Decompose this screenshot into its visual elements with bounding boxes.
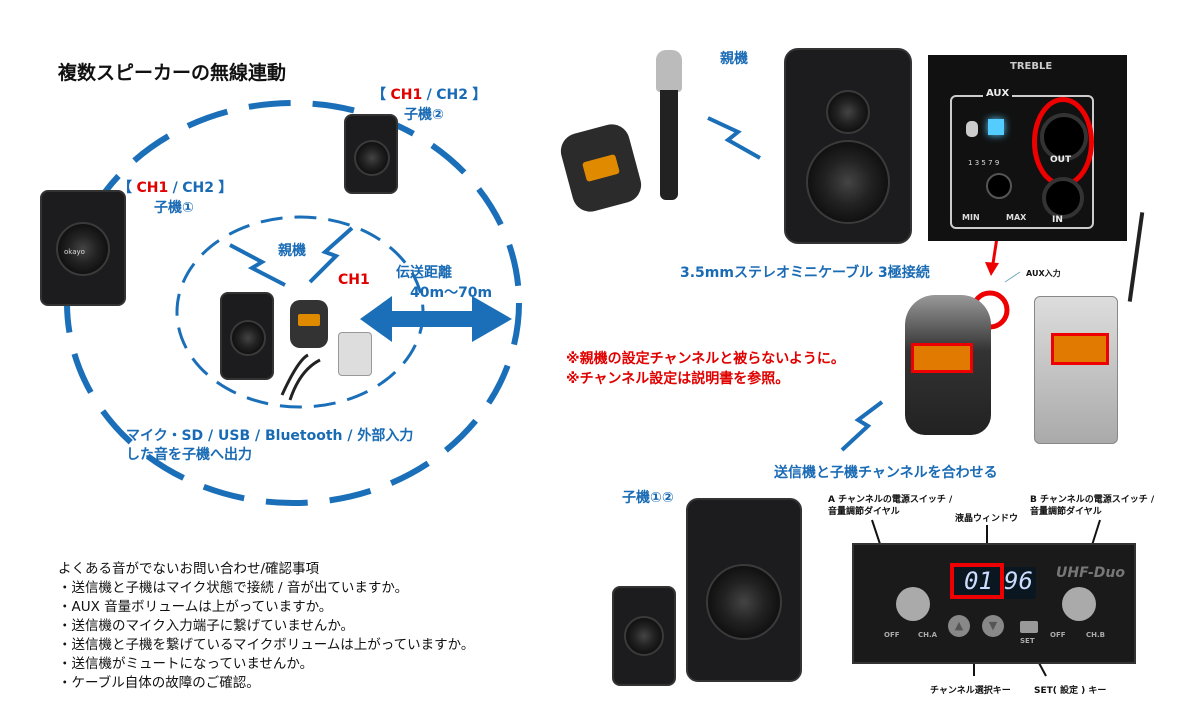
bluetooth-icon (966, 121, 978, 137)
faq-item: ・送信機と子機はマイク状態で接続 / 音が出ていますか。 (58, 580, 409, 596)
channel-a-volume-knob[interactable] (896, 587, 930, 621)
faq-heading: よくある音がでないお問い合わせ/確認事項 (58, 561, 320, 577)
wireless-bolt-icon (707, 116, 761, 160)
set-button[interactable] (1020, 621, 1038, 633)
child2-name: 子機② (404, 107, 444, 123)
channel-select-key-label: チャンネル選択キー (930, 686, 1011, 696)
cable-label: 3.5mmステレオミニケーブル 3極接続 (680, 265, 930, 281)
ch2-text: CH2 (436, 87, 468, 103)
lcd-channel-b: 96 (1004, 567, 1033, 595)
faq-item: ・ケーブル自体の故障のご確認。 (58, 675, 260, 691)
b-channel-label-2: 音量調節ダイヤル (1030, 507, 1102, 517)
treble-label: TREBLE (1010, 61, 1053, 72)
brand-logo: UHF-Duo (1056, 565, 1125, 581)
bracket: 【 (372, 87, 386, 103)
led-indicator (988, 119, 1004, 135)
output-description-line2: した音を子機へ出力 (126, 447, 252, 463)
transmitter-image (905, 295, 991, 435)
child-speaker-small-image (612, 586, 676, 686)
out-label: OUT (1050, 155, 1072, 165)
aux-volume-knob (986, 173, 1012, 199)
page-title: 複数スピーカーの無線連動 (58, 62, 287, 84)
b-channel-label-1: B チャンネルの電源スイッチ / (1030, 495, 1155, 505)
receiver-image (338, 332, 372, 376)
channel-up-button[interactable]: ▲ (948, 615, 970, 637)
bracket: 】 (218, 180, 233, 196)
speaker-brand-logo: okayo (64, 248, 85, 256)
distance-label: 伝送距離 (396, 265, 452, 281)
ch2-text: CH2 (182, 180, 214, 196)
max-label: MAX (1006, 213, 1027, 222)
lcd-channel-a: 01 (964, 567, 993, 595)
ch1-text: CH1 (390, 87, 423, 103)
in-label: IN (1052, 215, 1063, 225)
ch-b-label: CH.B (1086, 631, 1105, 639)
lcd-window-label: 液晶ウィンドウ (955, 514, 1019, 524)
uhf-duo-receiver-panel: 01 96 UHF-Duo ▲ ▼ SET OFF CH.A OFF CH.B (852, 543, 1136, 664)
ch-a-label: CH.A (918, 631, 938, 639)
off-label-a: OFF (884, 631, 900, 639)
microphone-image (660, 90, 678, 200)
channel-down-button[interactable]: ▼ (982, 615, 1004, 637)
parent-channel: CH1 (338, 272, 370, 288)
transmitter-image (290, 300, 328, 348)
min-label: MIN (962, 213, 980, 222)
out-highlight (1032, 97, 1094, 187)
right-parent-label: 親機 (720, 51, 748, 67)
parent-speaker-image (220, 292, 274, 380)
channel-b-volume-knob[interactable] (1062, 587, 1096, 621)
faq-section: よくある音がでないお問い合わせ/確認事項 ・送信機と子機はマイク状態で接続 / … (58, 560, 474, 693)
child2-speaker-image (344, 114, 398, 194)
aux-in-jack (1042, 177, 1084, 219)
transmitter-lcd-highlight (911, 343, 973, 373)
child2-channel-label: 【 CH1 / CH2 】 (372, 84, 486, 104)
faq-item: ・送信機のマイク入力端子に繋げていませんか。 (58, 618, 355, 634)
set-key-label: SET( 設定 ) キー (1034, 686, 1107, 696)
output-description-line1: マイク・SD / USB / Bluetooth / 外部入力 (126, 428, 414, 444)
microphone-head (656, 50, 682, 92)
faq-item: ・AUX 音量ボリュームは上がっていますか。 (58, 599, 333, 615)
children-label: 子機①② (622, 490, 674, 506)
aux-label: AUX (983, 88, 1013, 99)
receiver-lcd-highlight (1051, 333, 1109, 365)
ch1-text: CH1 (136, 180, 169, 196)
wireless-bolt-icon (229, 243, 286, 287)
set-label: SET (1020, 637, 1035, 645)
faq-item: ・送信機がミュートになっていませんか。 (58, 656, 314, 672)
wireless-bolt-icon (840, 400, 884, 452)
child-speaker-large-image (686, 498, 802, 682)
receiver-image (1034, 296, 1118, 444)
lcd-highlight (950, 563, 1004, 599)
note-channel-conflict: ※親機の設定チャンネルと被らないように。 (566, 351, 845, 367)
match-channel-label: 送信機と子機チャンネルを合わせる (774, 465, 998, 481)
aux-panel-image: TREBLE AUX OUT IN MIN MAX 1 3 5 7 9 (928, 55, 1127, 241)
a-channel-label-2: 音量調節ダイヤル (828, 507, 900, 517)
note-manual: ※チャンネル設定は説明書を参照。 (566, 371, 790, 387)
a-channel-label-1: A チャンネルの電源スイッチ / (828, 495, 953, 505)
wireless-bolt-icon (308, 226, 354, 284)
aux-input-label: AUX入力 (1026, 269, 1061, 278)
dial-marks: 1 3 5 7 9 (968, 159, 1000, 167)
separator: / (172, 180, 178, 196)
child1-name: 子機① (154, 200, 194, 216)
separator: / (426, 87, 432, 103)
faq-item: ・送信機と子機を繋げているマイクボリュームは上がっていますか。 (58, 637, 475, 653)
off-label-b: OFF (1050, 631, 1066, 639)
parent-speaker-image (784, 48, 912, 244)
distance-value: 40m〜70m (410, 285, 493, 301)
child1-channel-label: 【 CH1 / CH2 】 (118, 177, 232, 197)
child1-speaker-image: okayo (40, 190, 126, 306)
distance-arrow (360, 296, 512, 342)
parent-label: 親機 (278, 243, 306, 259)
bracket: 】 (472, 87, 487, 103)
